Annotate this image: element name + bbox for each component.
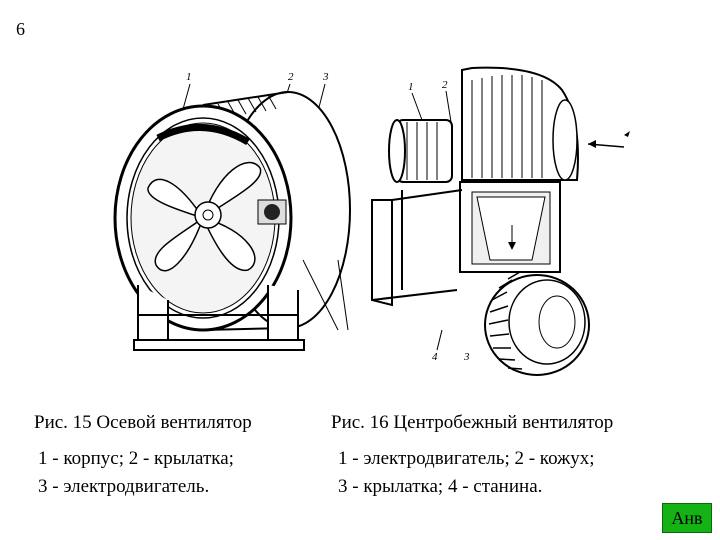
figure-15-legend-line-2: 3 - электродвигатель. <box>38 476 210 497</box>
figure-15-legend-line-1: 1 - корпус; 2 - крылатка; <box>38 448 234 469</box>
callout-4: 4 <box>432 351 438 363</box>
figure-16-legend-line-2: 3 - крылатка; 4 - станина. <box>338 476 543 497</box>
back-nav-button[interactable]: Анв <box>662 503 712 533</box>
axial-fan-drawing: 1 2 3 <box>108 60 358 360</box>
centrifugal-fan-drawing: 1 2 3 4 <box>362 60 662 390</box>
impeller-drawing <box>484 271 590 376</box>
slide-number: 6 <box>16 19 25 39</box>
callout-1: 1 <box>186 71 192 83</box>
callout-1: 1 <box>408 81 414 93</box>
figure-15-caption: Рис. 15 Осевой вентилятор <box>34 412 252 433</box>
callout-3: 3 <box>322 71 329 83</box>
figure-16-caption: Рис. 16 Центробежный вентилятор <box>331 412 614 433</box>
figure-16-legend-line-1: 1 - электродвигатель; 2 - кожух; <box>338 448 595 469</box>
callout-3: 3 <box>463 351 470 363</box>
callout-2: 2 <box>442 79 448 91</box>
callout-2: 2 <box>288 71 294 83</box>
